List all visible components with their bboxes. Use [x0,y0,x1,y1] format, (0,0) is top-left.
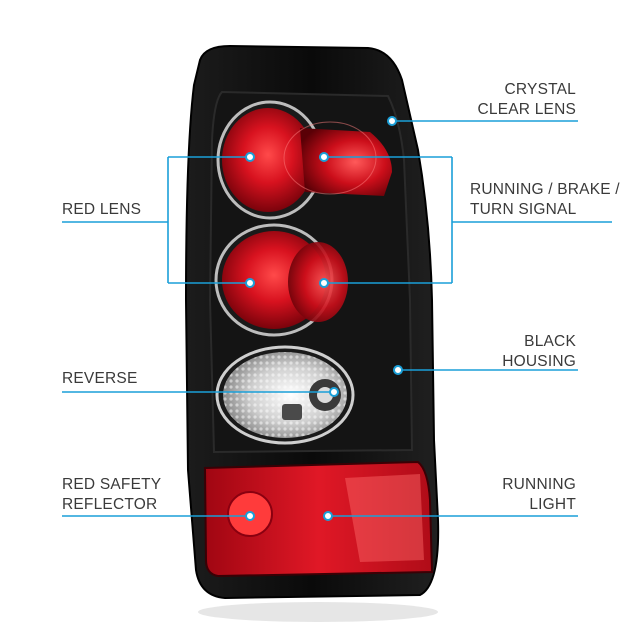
label-running-brake-turn-line1: RUNNING / BRAKE / [470,181,620,198]
label-running-light: RUNNING LIGHT [502,475,576,515]
label-running-brake-turn: RUNNING / BRAKE / TURN SIGNAL [470,180,620,220]
reverse-clear-lens [215,345,355,445]
label-red-lens-line1: RED LENS [62,201,142,218]
label-running-light-line2: LIGHT [529,496,576,513]
callout-lines [62,120,612,517]
label-black-housing-line2: HOUSING [502,353,576,370]
ground-shadow [198,602,438,622]
label-crystal-clear-lens-line1: CRYSTAL [504,81,576,98]
label-reverse-line1: REVERSE [62,370,138,387]
label-red-safety-reflector-line2: REFLECTOR [62,496,158,513]
label-red-safety-reflector: RED SAFETY REFLECTOR [62,475,161,515]
label-reverse: REVERSE [62,369,137,389]
label-running-light-line1: RUNNING [502,476,576,493]
lower-red-section [203,460,434,578]
label-black-housing: BLACK HOUSING [502,332,576,372]
label-crystal-clear-lens: CRYSTAL CLEAR LENS [478,80,576,120]
label-crystal-clear-lens-line2: CLEAR LENS [477,101,576,118]
running-light-lens [345,474,424,562]
middle-red-lens [214,223,348,337]
upper-red-lens [216,100,392,220]
callout-dots [245,116,403,521]
label-red-lens: RED LENS [62,200,141,220]
label-red-safety-reflector-line1: RED SAFETY [62,476,162,493]
label-running-brake-turn-line2: TURN SIGNAL [470,201,577,218]
label-black-housing-line1: BLACK [524,333,576,350]
